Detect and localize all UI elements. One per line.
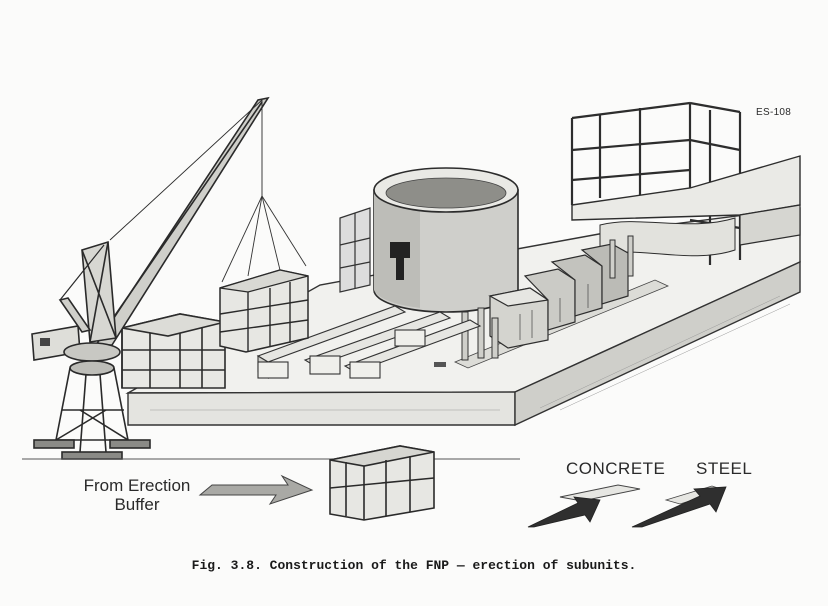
from-erection-line-1: From Erection [83,476,191,495]
figure-caption: Fig. 3.8. Construction of the FNP — erec… [191,558,637,573]
deck-module-left [121,313,226,389]
platform-side-face [514,260,801,427]
buffer-arrow [198,474,314,505]
trench-rows [256,305,482,379]
cylinder-hatch [390,242,410,258]
figure-code: ES-108 [756,107,792,118]
legend-steel-arrow [631,486,727,528]
platform-hatching [150,295,791,411]
legend-concrete-swatch [559,484,641,502]
hoisted-module [219,195,309,353]
steel-tower [570,101,801,265]
module-row [488,243,629,349]
legend-concrete-label: CONCRETE [566,459,666,478]
from-erection-line-2: Buffer [114,495,160,514]
rear-module [339,207,371,293]
crane-icon [31,96,270,460]
containment-cylinder [373,167,519,313]
legend-steel-label: STEEL [696,459,753,478]
buffer-module [329,445,435,521]
column-posts [461,235,634,361]
label-er [434,362,446,367]
platform-front-face [127,391,516,426]
legend-concrete-arrow [527,496,601,528]
from-erection-buffer-label: From Erection Buffer [62,476,212,514]
